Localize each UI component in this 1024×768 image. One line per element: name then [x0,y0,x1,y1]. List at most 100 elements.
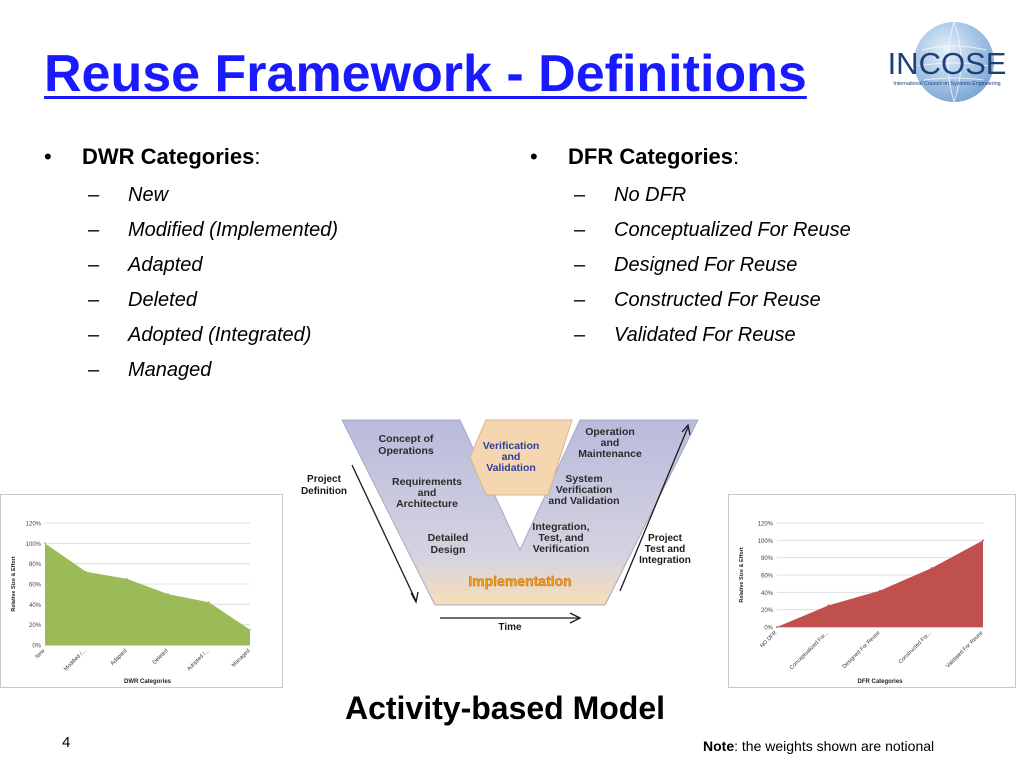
dwr-heading-line: • DWR Categories: [44,144,261,169]
slide-title: Reuse Framework - Definitions [44,45,807,103]
area-series [45,543,250,645]
area-series [777,540,983,627]
list-item: –Adopted (Integrated) [88,324,312,346]
project-definition-label-2: Definition [301,486,347,497]
y-tick-label: 40% [29,603,42,609]
data-point [776,626,778,628]
implementation-label: Implementation [468,573,571,589]
detailed-label-1: Detailed [428,532,469,544]
list-item: –No DFR [574,184,687,206]
y-axis-title: Relative Size & Effort [11,556,17,611]
x-tick-label: Validated For Reuse [945,630,984,669]
list-item: –Modified (Implemented) [88,219,339,241]
time-arrow-head-icon [569,612,582,624]
bullet-icon: • [530,144,538,169]
weights-note: Note: the weights shown are notional [703,738,934,754]
logo-subtext: International Council on Systems Enginee… [893,81,1000,87]
dwr-column: • DWR Categories: –New –Modified (Implem… [44,144,338,388]
dfr-column: • DFR Categories: –No DFR –Conceptualize… [530,144,851,353]
data-point [208,601,210,604]
dfr-heading: DFR Categories [568,144,734,169]
x-axis-title: DFR Categories [857,679,903,685]
list-item: –New [88,184,169,206]
x-tick-label: NO DFR [759,630,778,649]
data-point [930,567,933,569]
y-tick-label: 120% [758,522,774,528]
list-item: –Conceptualized For Reuse [574,219,851,241]
time-label: Time [498,622,522,633]
system-label-3: and Validation [548,495,619,507]
concept-label-2: Operations [378,445,434,457]
list-item: –Validated For Reuse [574,324,796,346]
x-tick-label: Constructed For... [898,630,933,665]
y-tick-label: 60% [29,583,42,589]
list-item: –Adapted [88,254,203,276]
detailed-label-2: Design [430,544,465,556]
down-arrow-line [351,464,417,602]
x-tick-label: Adopted /... [186,648,210,672]
y-tick-label: 100% [26,542,42,548]
x-tick-label: Managed [231,648,251,668]
data-point [126,578,128,580]
incose-logo: INCOSE International Council on Systems … [888,21,1007,103]
system-label-1: System [565,473,602,485]
concept-label-1: Concept of [379,433,434,445]
requirements-label-3: Architecture [396,498,458,510]
v-band [341,419,699,606]
note-text: : the weights shown are notional [734,738,935,754]
system-label-2: Verification [556,484,613,496]
vv-label-2: and [502,451,521,463]
x-tick-label: Designed For Reuse [841,630,881,670]
x-tick-label: Modified /... [63,648,88,673]
y-tick-label: 80% [29,562,42,568]
up-arrow-head-icon [681,423,691,436]
project-test-label-2: Test and [645,544,685,555]
data-point [982,539,984,542]
y-tick-label: 20% [29,623,42,629]
list-item: –Deleted [88,289,197,311]
operation-label-1: Operation [585,426,635,438]
x-tick-label: Conceptualized For... [789,630,830,671]
data-point [827,604,830,607]
vv-label-1: Verification [483,440,540,452]
data-point [167,593,169,596]
x-tick-label: Deleted [152,648,170,666]
integration-label-2: Test, and [538,532,583,544]
dwr-list: –New –Modified (Implemented) –Adapted –D… [44,178,338,388]
activity-caption: Activity-based Model [344,690,666,726]
x-axis-title: DWR Categories [124,679,172,685]
data-point [44,542,46,545]
list-item: –Constructed For Reuse [574,289,821,311]
integration-label-3: Verification [533,543,590,555]
up-arrow-line [619,426,689,592]
y-tick-label: 100% [758,539,774,545]
v-model-diagram: Concept of Operations Requirements and A… [301,419,699,633]
operation-label-3: Maintenance [578,448,642,460]
data-point [249,628,251,631]
x-tick-label: New [34,648,46,660]
y-tick-label: 0% [764,626,773,632]
x-tick-label: Adapted [110,648,129,667]
y-tick-label: 40% [761,591,774,597]
project-definition-label-1: Project [307,474,342,485]
requirements-label-1: Requirements [392,476,462,488]
operation-label-2: and [601,437,620,449]
integration-label-1: Integration, [532,521,589,533]
dfr-list: –No DFR –Conceptualized For Reuse –Desig… [530,178,851,353]
vv-label-3: Validation [486,462,536,474]
list-item: –Managed [88,359,212,381]
note-label: Note [703,738,735,754]
dwr-heading: DWR Categories [82,144,255,169]
vv-arrow-icon [469,419,573,496]
list-item: –Designed For Reuse [574,254,798,276]
bullet-icon: • [44,144,52,169]
y-tick-label: 80% [761,556,774,562]
y-axis-title: Relative Size & Effort [739,547,745,602]
globe-icon [914,22,994,102]
y-tick-label: 0% [32,644,41,650]
logo-text: INCOSE [888,46,1007,81]
y-tick-label: 60% [761,574,774,580]
